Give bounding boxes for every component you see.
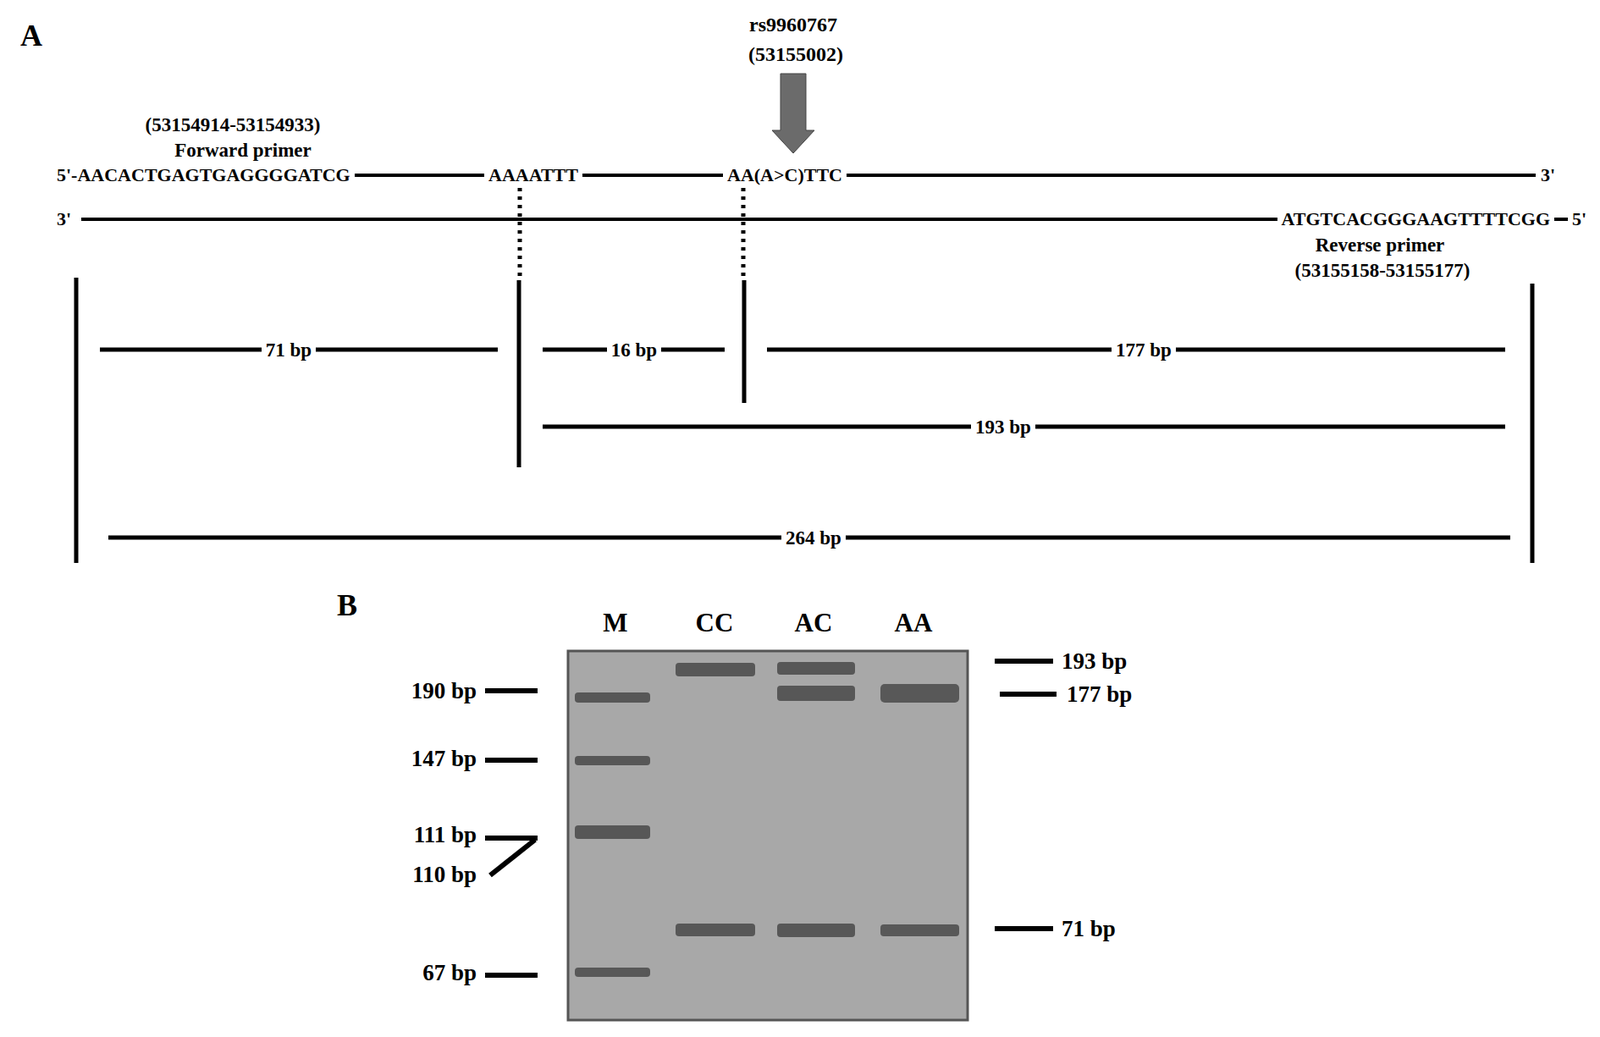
position: (53155158-53155177) bbox=[1295, 260, 1471, 281]
marker-size: 190 bp bbox=[411, 679, 477, 703]
fragment-size: 264 bp bbox=[781, 528, 846, 548]
fragment-size: 177 bp bbox=[1111, 340, 1176, 360]
gel bbox=[568, 651, 968, 1021]
panel-letter: A bbox=[20, 20, 43, 51]
fragment-size: 71 bp bbox=[261, 340, 316, 360]
snp-arrow bbox=[772, 73, 815, 154]
lane-label: AC bbox=[794, 609, 834, 636]
lane-label: CC bbox=[695, 609, 734, 636]
lane-label: AA bbox=[894, 609, 933, 636]
strand-end: 5' bbox=[1567, 209, 1591, 229]
fragment-size: 16 bp bbox=[606, 340, 662, 360]
position: (53154914-53154933) bbox=[145, 115, 321, 135]
band-size: 177 bp bbox=[1066, 683, 1132, 707]
sequence: ATGTCACGGGAAGTTTTCGG bbox=[1277, 209, 1555, 229]
cut-site bbox=[518, 187, 523, 276]
ticks bbox=[485, 661, 1057, 976]
sequence: 5'-AACACTGAGTGAGGGGATCG bbox=[52, 165, 355, 185]
sequence: AA(A>C)TTC bbox=[722, 165, 847, 185]
band-size: 193 bp bbox=[1061, 650, 1127, 674]
boundary bbox=[517, 280, 522, 468]
marker-size: 67 bp bbox=[422, 961, 477, 985]
marker-size: 147 bp bbox=[411, 747, 477, 771]
primer-name: Reverse primer bbox=[1315, 235, 1446, 255]
snp-id: rs9960767 bbox=[749, 14, 838, 35]
boundary bbox=[74, 277, 79, 563]
boundary bbox=[742, 280, 747, 403]
lane-label: M bbox=[602, 609, 628, 636]
strand-end: 3' bbox=[52, 209, 76, 229]
boundary bbox=[1530, 283, 1535, 563]
sequence: AAAATTT bbox=[484, 165, 583, 185]
marker-size: 111 bp bbox=[413, 823, 477, 847]
primer-name: Forward primer bbox=[174, 140, 312, 160]
panel-letter: B bbox=[336, 590, 358, 621]
fragment-size: 193 bp bbox=[971, 417, 1036, 437]
band-size: 71 bp bbox=[1061, 917, 1116, 941]
strand-end: 3' bbox=[1540, 165, 1556, 185]
position: (53155002) bbox=[748, 44, 844, 65]
marker-size: 110 bp bbox=[412, 863, 477, 887]
bands bbox=[574, 662, 960, 977]
cut-site bbox=[741, 187, 746, 276]
